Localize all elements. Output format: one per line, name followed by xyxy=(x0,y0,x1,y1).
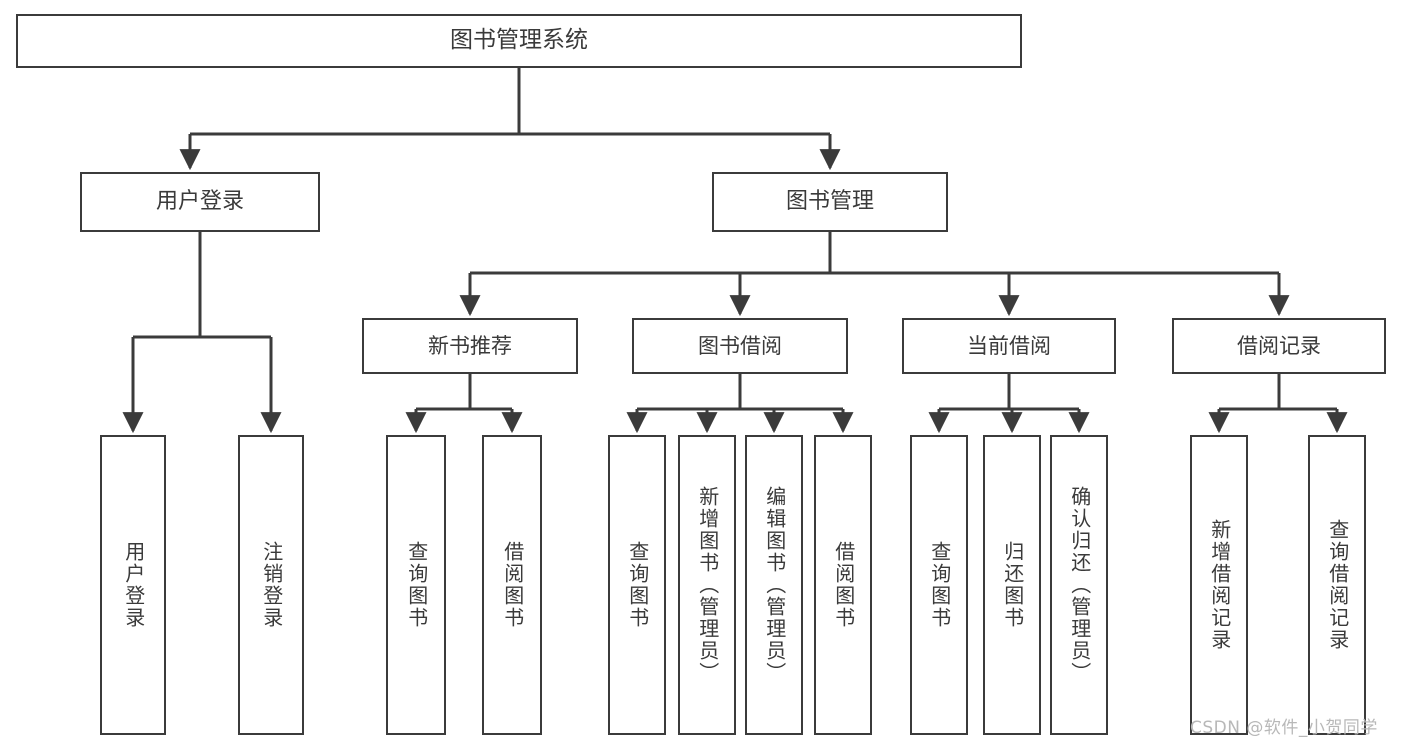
leaf-add-borrow-record-label: 新增借阅记录 xyxy=(1207,519,1232,651)
node-new-book-recommend-label: 新书推荐 xyxy=(428,333,512,358)
leaf-return-book-label: 归还图书 xyxy=(1000,541,1025,629)
leaf-query-book-nbr-label: 查询图书 xyxy=(404,541,429,629)
leaf-user-login[interactable]: 用户登录 xyxy=(100,435,166,735)
leaf-query-book-cb-label: 查询图书 xyxy=(927,541,952,629)
leaf-confirm-return-admin[interactable]: 确认归还（管理员） xyxy=(1050,435,1108,735)
leaf-add-book-admin-label: 新增图书（管理员） xyxy=(695,486,720,684)
node-book-management[interactable]: 图书管理 xyxy=(712,172,948,232)
leaf-edit-book-admin-label: 编辑图书（管理员） xyxy=(762,486,787,684)
leaf-borrow-book-nbr-label: 借阅图书 xyxy=(500,541,525,629)
node-borrow-record[interactable]: 借阅记录 xyxy=(1172,318,1386,374)
node-book-management-label: 图书管理 xyxy=(785,189,874,215)
node-user-login-label: 用户登录 xyxy=(155,189,244,215)
node-new-book-recommend[interactable]: 新书推荐 xyxy=(362,318,578,374)
leaf-borrow-book-nbr[interactable]: 借阅图书 xyxy=(482,435,542,735)
leaf-logout-label: 注销登录 xyxy=(259,541,284,629)
leaf-query-borrow-record-label: 查询借阅记录 xyxy=(1325,519,1350,651)
leaf-return-book[interactable]: 归还图书 xyxy=(983,435,1041,735)
node-borrow-record-label: 借阅记录 xyxy=(1237,333,1321,358)
leaf-confirm-return-admin-label: 确认归还（管理员） xyxy=(1067,486,1092,684)
node-root-label: 图书管理系统 xyxy=(450,27,588,54)
leaf-logout[interactable]: 注销登录 xyxy=(238,435,304,735)
node-book-borrow-label: 图书借阅 xyxy=(698,333,782,358)
leaf-query-book-nbr[interactable]: 查询图书 xyxy=(386,435,446,735)
leaf-query-borrow-record[interactable]: 查询借阅记录 xyxy=(1308,435,1366,735)
node-user-login[interactable]: 用户登录 xyxy=(80,172,320,232)
leaf-add-book-admin[interactable]: 新增图书（管理员） xyxy=(678,435,736,735)
leaf-borrow-book-bb-label: 借阅图书 xyxy=(831,541,856,629)
node-current-borrow-label: 当前借阅 xyxy=(967,333,1051,358)
leaf-user-login-label: 用户登录 xyxy=(121,541,146,629)
leaf-query-book-cb[interactable]: 查询图书 xyxy=(910,435,968,735)
node-current-borrow[interactable]: 当前借阅 xyxy=(902,318,1116,374)
leaf-borrow-book-bb[interactable]: 借阅图书 xyxy=(814,435,872,735)
leaf-query-book-bb-label: 查询图书 xyxy=(625,541,650,629)
leaf-query-book-bb[interactable]: 查询图书 xyxy=(608,435,666,735)
leaf-add-borrow-record[interactable]: 新增借阅记录 xyxy=(1190,435,1248,735)
node-book-borrow[interactable]: 图书借阅 xyxy=(632,318,848,374)
csdn-watermark: CSDN @软件_小贺同学 xyxy=(1190,718,1378,738)
node-root[interactable]: 图书管理系统 xyxy=(16,14,1022,68)
leaf-edit-book-admin[interactable]: 编辑图书（管理员） xyxy=(745,435,803,735)
